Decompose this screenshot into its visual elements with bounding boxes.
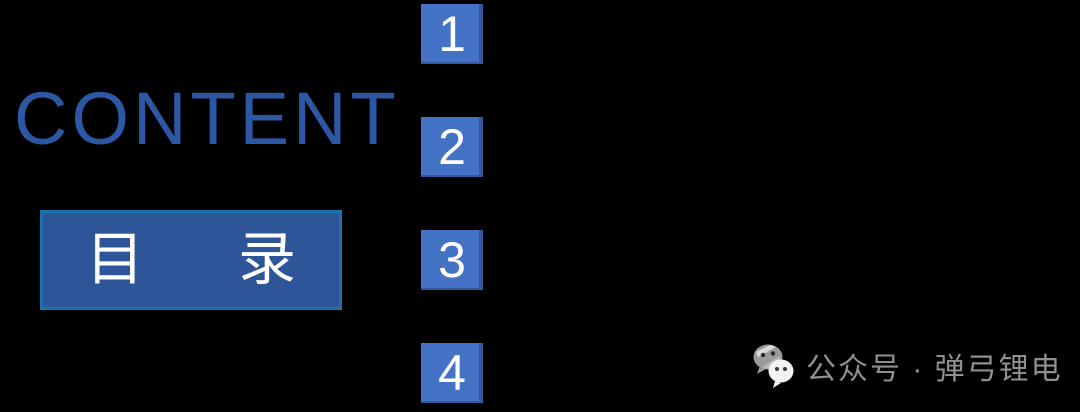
toc-title-box: 目 录 (40, 210, 342, 310)
wechat-icon (753, 344, 794, 388)
page-title: CONTENT (14, 77, 400, 160)
toc-item-number-4: 4 (421, 343, 483, 403)
toc-title-char-mu: 目 (85, 227, 144, 292)
watermark-text: 公众号 · 弹弓锂电 (806, 353, 1063, 386)
toc-item-number-2: 2 (421, 117, 483, 177)
toc-item-number-1: 1 (421, 4, 483, 64)
watermark: 公众号 · 弹弓锂电 (750, 340, 1063, 392)
toc-item-number-3: 3 (421, 230, 483, 290)
toc-title-char-lu: 录 (238, 227, 297, 292)
